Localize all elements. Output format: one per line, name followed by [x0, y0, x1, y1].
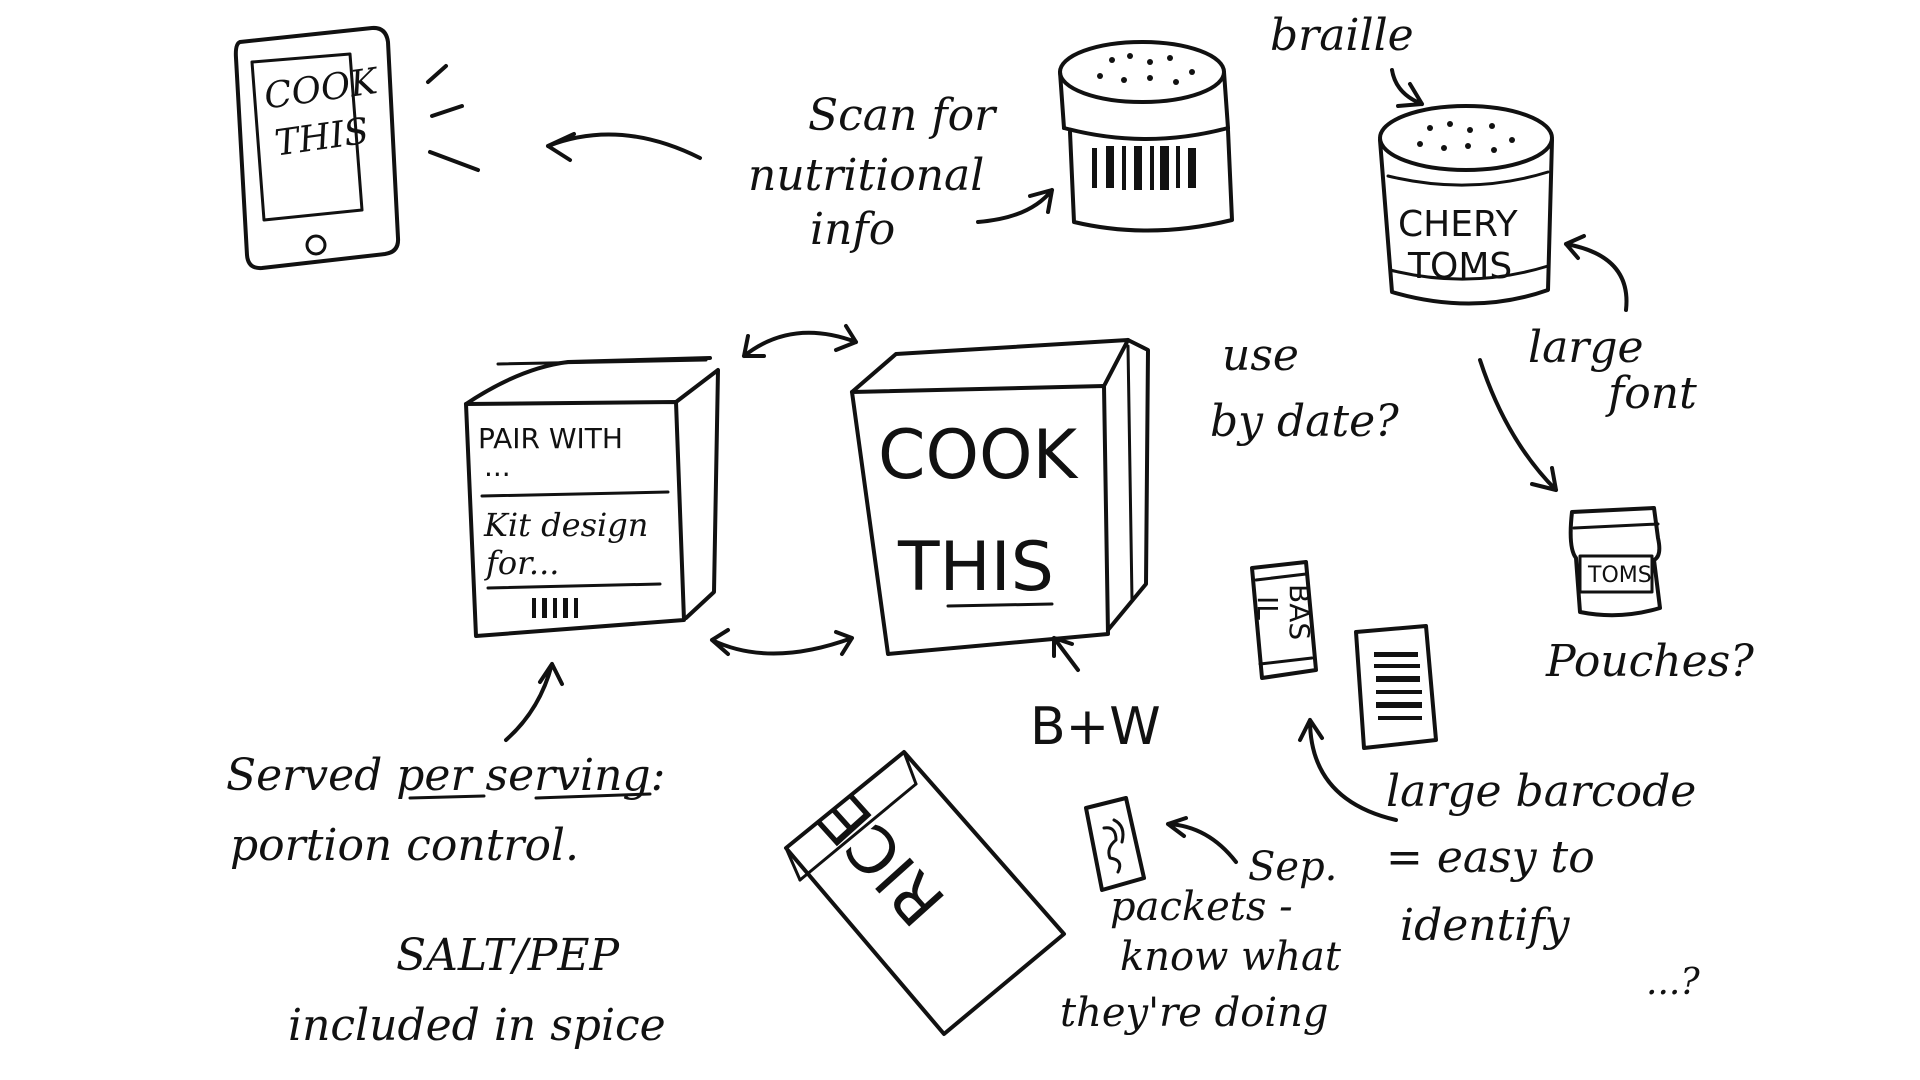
- arrow-sep-to-packet: [1166, 816, 1238, 864]
- sep-line3: know what: [1120, 934, 1342, 980]
- sep-packets-note: Sep. packets - know what they're doing: [1060, 844, 1342, 1036]
- box-back-barcode: [532, 598, 578, 618]
- served-line1: Served per serving:: [226, 750, 665, 801]
- served-note: Served per serving: portion control.: [226, 750, 665, 871]
- box-back-line2: ...: [484, 450, 511, 483]
- pouch-label: TOMS: [1587, 563, 1652, 588]
- jar-barcode: [1092, 146, 1196, 190]
- served-line2: portion control.: [230, 820, 579, 871]
- spice-packet: [1084, 796, 1146, 892]
- box-back-line4: for...: [484, 544, 559, 582]
- sep-line1: Sep.: [1248, 844, 1337, 890]
- use-by-note: use by date?: [1210, 330, 1399, 447]
- salt-pep-note: SALT/PEP included in spice: [288, 930, 666, 1051]
- arrow-serving-to-box: [504, 662, 564, 742]
- box-front-line2: THIS: [897, 528, 1054, 607]
- basil-label-line1: BAS: [1283, 584, 1316, 640]
- bw-note: B+W: [1030, 697, 1161, 757]
- tablet-home-button: [305, 234, 327, 256]
- sep-line2: packets -: [1110, 884, 1293, 930]
- box-front-line1: COOK: [878, 416, 1080, 495]
- tin-label-line1: CHERY: [1398, 204, 1519, 245]
- tablet-screen: [250, 52, 364, 222]
- rice-bag-outline: [784, 750, 1066, 1036]
- barcode-jar: [1058, 40, 1234, 233]
- box-back-front-face: [464, 400, 686, 638]
- scan-note: Scan for nutritional info: [748, 90, 998, 255]
- tablet-sketch: COOK THIS: [233, 25, 480, 271]
- kit-box-back: PAIR WITH ... Kit design for...: [464, 356, 720, 638]
- salt-line1: SALT/PEP: [396, 930, 620, 981]
- barcode-line1: large barcode: [1386, 766, 1696, 817]
- salt-line2: included in spice: [288, 1000, 666, 1051]
- rice-bag: RICE: [784, 750, 1066, 1036]
- tomato-tin: CHERY TOMS: [1378, 104, 1554, 306]
- jar-lid: [1058, 40, 1226, 104]
- scan-note-line2: nutritional: [748, 150, 984, 201]
- basil-label-line2: IL: [1251, 596, 1284, 620]
- scan-note-line1: Scan for: [808, 90, 998, 141]
- arrow-top-between-boxes: [742, 324, 858, 358]
- kit-box-front: COOK THIS: [850, 338, 1150, 656]
- large-barcode: [1374, 652, 1422, 720]
- use-by-line1: use: [1222, 330, 1299, 381]
- box-back-line3: Kit design: [483, 506, 648, 544]
- basil-packet: BAS IL: [1250, 560, 1318, 680]
- tablet-outline: [233, 25, 401, 271]
- use-by-line2: by date?: [1210, 396, 1399, 447]
- large-font-line1: large: [1528, 322, 1644, 373]
- arrow-tin-to-pouch: [1478, 358, 1558, 492]
- arrow-bw-to-box: [1052, 636, 1080, 672]
- arrow-barcode-note-to-packets: [1298, 718, 1398, 822]
- arrow-scan-to-jar: [976, 188, 1054, 224]
- box-back-line1: PAIR WITH: [478, 422, 623, 455]
- barcode-line2: = easy to: [1386, 832, 1595, 883]
- arrow-bottom-between-boxes: [710, 628, 854, 656]
- arrow-scan-to-tablet: [546, 132, 702, 162]
- jar-braille-dots: [1097, 53, 1195, 85]
- tomato-pouch: TOMS: [1568, 506, 1662, 618]
- signal-lines: [426, 64, 480, 172]
- large-font-note: large font: [1528, 322, 1697, 419]
- braille-note: braille: [1270, 10, 1414, 61]
- pouches-note: Pouches?: [1545, 636, 1754, 687]
- large-barcode-note: large barcode = easy to identify ...?: [1386, 766, 1700, 1003]
- rice-bag-label: RICE: [806, 779, 960, 939]
- large-barcode-packet: [1354, 624, 1438, 750]
- scan-note-line3: info: [810, 204, 895, 255]
- barcode-line4: ...?: [1646, 962, 1700, 1003]
- box-front-front-face: [850, 384, 1110, 656]
- arrow-largefont-to-tin: [1564, 234, 1629, 312]
- tin-lid: [1378, 104, 1554, 172]
- barcode-line3: identify: [1400, 900, 1571, 951]
- sep-line4: they're doing: [1060, 990, 1328, 1036]
- arrow-braille-to-tin: [1390, 68, 1424, 108]
- tin-label-line2: TOMS: [1407, 246, 1512, 287]
- tin-braille-dots: [1417, 121, 1515, 153]
- large-font-line2: font: [1605, 368, 1697, 419]
- tablet-screen-line1: COOK: [262, 61, 382, 118]
